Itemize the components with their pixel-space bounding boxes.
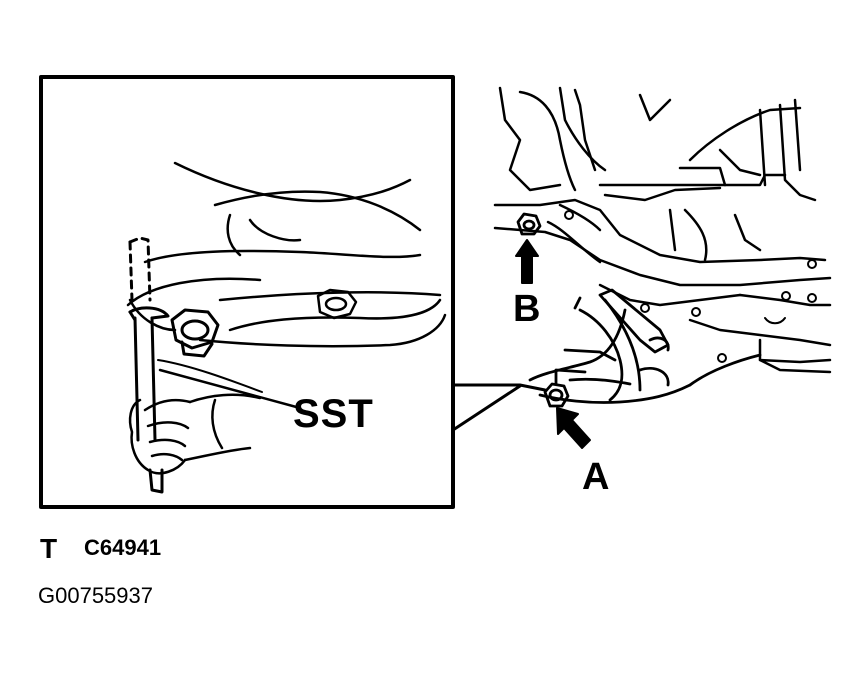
- sst-label: SST: [293, 392, 374, 436]
- arrow-a-icon: [556, 407, 591, 449]
- point-b-label: B: [513, 288, 541, 330]
- footer-marker: T: [40, 533, 58, 564]
- inset-upper-bolt: [316, 288, 358, 320]
- subframe-outline: [493, 198, 832, 374]
- detail-inset-frame: [39, 75, 455, 509]
- sst-wrench: [128, 236, 170, 494]
- hand-drawing: [128, 393, 262, 475]
- engine-block-outline: [498, 86, 817, 262]
- figure-code: C64941: [84, 535, 162, 560]
- arrow-b-icon: [515, 239, 539, 284]
- inset-main-bolt: [170, 308, 220, 358]
- sst-leader-line: [158, 368, 302, 410]
- inset-leader-line: [451, 383, 547, 432]
- inset-control-arm: [126, 161, 447, 348]
- bolt-b: [516, 212, 542, 236]
- bolt-a: [543, 368, 587, 408]
- graphic-id: G00755937: [38, 583, 153, 608]
- subframe-holes: [564, 210, 817, 363]
- point-a-label: A: [582, 456, 610, 498]
